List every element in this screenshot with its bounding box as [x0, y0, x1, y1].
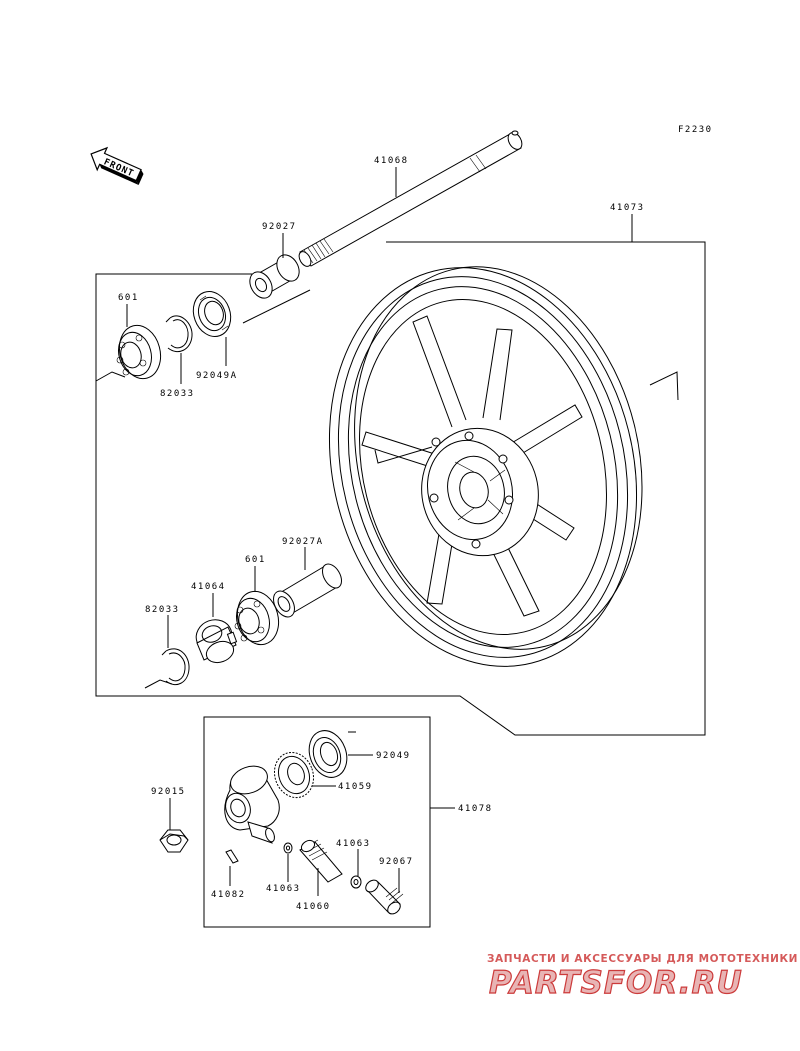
collar-right — [273, 563, 342, 618]
washer-a — [283, 842, 293, 854]
label-washer-b: 41063 — [336, 839, 371, 849]
bearing-right — [234, 590, 280, 646]
label-circlip-right: 82033 — [145, 605, 180, 615]
collar-left — [249, 254, 300, 299]
label-collar-left: 92027 — [262, 222, 297, 232]
figure-code: F2230 — [678, 125, 713, 135]
circlip-guide-right — [144, 679, 173, 689]
label-gear: 41059 — [338, 782, 373, 792]
nut — [159, 829, 189, 853]
gear — [273, 751, 315, 799]
label-coupling: 41064 — [191, 582, 226, 592]
label-seal-left: 92049A — [196, 371, 238, 381]
label-bearing-right: 601 — [245, 555, 266, 565]
front-arrow-icon: FRONT — [90, 146, 144, 185]
pinion — [299, 839, 343, 883]
label-bearing-left: 601 — [118, 293, 139, 303]
label-bushing: 92067 — [379, 857, 414, 867]
circlip-left — [165, 315, 193, 352]
bearing-guide-left — [95, 371, 126, 382]
washer-b — [350, 875, 362, 889]
coupling — [195, 619, 238, 664]
gearbox-housing — [224, 765, 280, 844]
wheel-assy-frame — [95, 241, 706, 736]
label-pinion: 41060 — [296, 902, 331, 912]
wheel-guide-line — [649, 371, 679, 401]
label-axle: 41068 — [374, 156, 409, 166]
pin — [225, 849, 239, 864]
axle-guide-line — [242, 289, 311, 324]
wheel-spokes — [361, 315, 583, 617]
label-seal-gear: 92049 — [376, 751, 411, 761]
label-nut: 92015 — [151, 787, 186, 797]
label-circlip-left: 82033 — [160, 389, 195, 399]
leader-wheel — [631, 214, 705, 243]
gearbox-assy-frame — [203, 716, 431, 928]
watermark-logo: PARTSFOR.RU — [489, 965, 743, 1001]
bushing — [365, 879, 404, 915]
seal-gear — [308, 730, 348, 778]
bushing-thread — [385, 887, 404, 904]
wheel-hub — [421, 427, 539, 557]
bearing-left — [116, 324, 162, 380]
label-washer-a: 41063 — [266, 884, 301, 894]
label-gearbox-assy: 41078 — [458, 804, 493, 814]
seal-left — [192, 291, 232, 337]
circlip-right — [161, 648, 190, 685]
label-wheel: 41073 — [610, 203, 645, 213]
axle — [298, 130, 523, 267]
label-collar-right: 92027A — [282, 537, 324, 547]
watermark-tagline: ЗАПЧАСТИ И АКСЕССУАРЫ ДЛЯ МОТОТЕХНИКИ — [487, 953, 798, 965]
label-pin: 41082 — [211, 890, 246, 900]
